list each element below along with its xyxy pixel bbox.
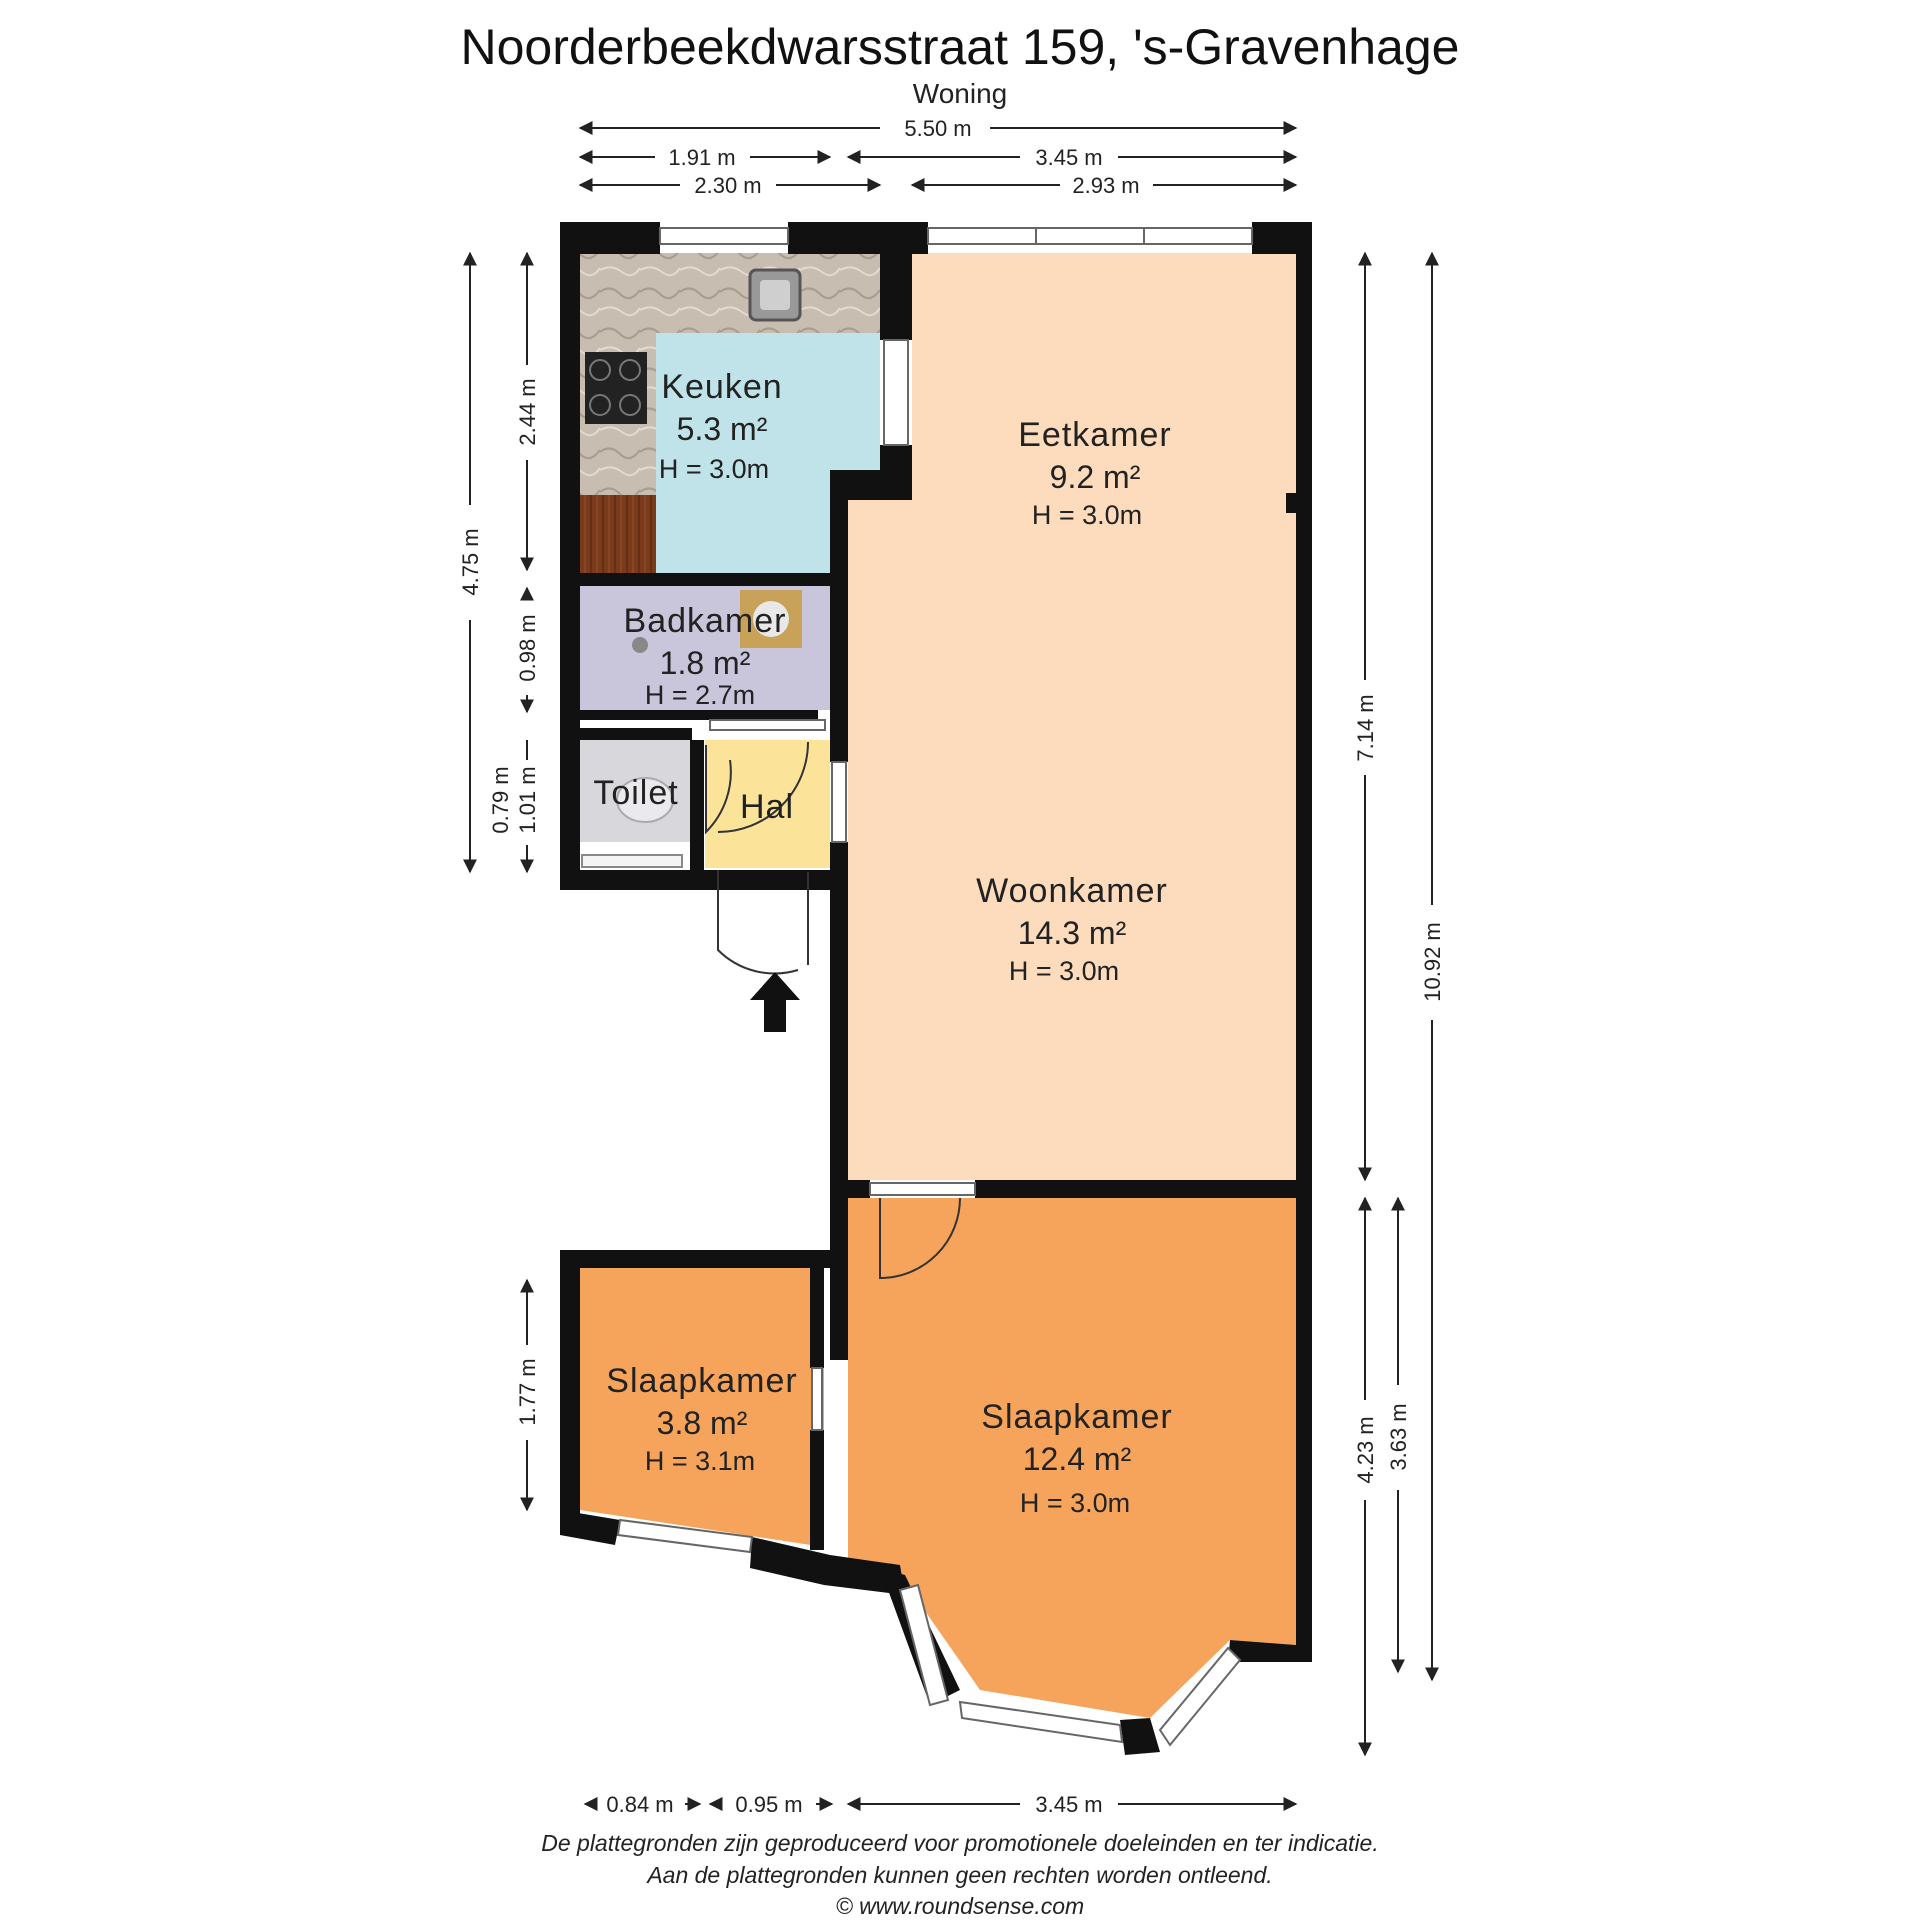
dim-top-eetkamer: 2.93 m (1072, 173, 1139, 198)
room-height: H = 3.0m (659, 454, 769, 484)
room-height: H = 2.7m (645, 680, 755, 710)
dim-bottom-1: 0.84 m (606, 1792, 673, 1817)
dim-right-woon-eet: 7.14 m (1353, 694, 1378, 761)
room-area: 12.4 m² (1023, 1441, 1132, 1477)
room-name: Slaapkamer (981, 1398, 1172, 1436)
room-name: Toilet (593, 774, 678, 812)
room-label-slaapkamer-large: Slaapkamer 12.4 m² H = 3.0m (981, 1398, 1172, 1518)
room-height: H = 3.1m (645, 1446, 755, 1476)
dim-left-badkamer: 0.98 m (515, 614, 540, 681)
room-label-woonkamer: Woonkamer 14.3 m² H = 3.0m (976, 872, 1168, 986)
keuken-cabinet (580, 495, 656, 573)
room-height: H = 3.0m (1009, 956, 1119, 986)
dim-left-slaapkamer: 1.77 m (515, 1358, 540, 1425)
room-name: Eetkamer (1018, 416, 1172, 454)
room-woonkamer-floor (848, 498, 1296, 1180)
dim-bottom-3: 3.45 m (1035, 1792, 1102, 1817)
disclaimer-line-1: De plattegronden zijn geproduceerd voor … (541, 1830, 1379, 1856)
room-slaapkamer-large-floor (848, 1198, 1296, 1718)
room-name: Keuken (661, 368, 782, 406)
dim-left-keuken: 2.44 m (515, 378, 540, 445)
shower-icon (632, 590, 802, 653)
room-label-badkamer: Badkamer 1.8 m² H = 2.7m (624, 602, 787, 710)
room-area: 5.3 m² (677, 411, 768, 447)
room-height: H = 3.0m (1032, 500, 1142, 530)
sink-icon (748, 268, 802, 322)
room-eetkamer-floor (912, 253, 1296, 498)
dim-bottom-2: 0.95 m (735, 1792, 802, 1817)
dim-right-total: 10.92 m (1420, 922, 1445, 1002)
room-label-eetkamer: Eetkamer 9.2 m² H = 3.0m (1018, 416, 1172, 530)
dim-top-right: 3.45 m (1035, 145, 1102, 170)
copyright: © www.roundsense.com (835, 1893, 1085, 1919)
dim-top-left-outer: 2.30 m (694, 173, 761, 198)
room-label-slaapkamer-small: Slaapkamer 3.8 m² H = 3.1m (606, 1362, 797, 1476)
room-label-hal: Hal (740, 788, 794, 826)
room-area: 1.8 m² (660, 645, 751, 681)
room-slaapkamer-small-floor (580, 1268, 824, 1547)
toilet-icon (581, 777, 683, 868)
room-area: 3.8 m² (657, 1405, 748, 1441)
disclaimer-line-2: Aan de plattegronden kunnen geen rechten… (647, 1862, 1273, 1888)
room-eetkamer-upper-left (912, 253, 942, 498)
room-name: Badkamer (624, 602, 787, 640)
plan-subtitle: Woning (912, 78, 1008, 109)
room-label-keuken: Keuken 5.3 m² H = 3.0m (659, 368, 782, 484)
doors (705, 741, 961, 1280)
dim-right-slaapkamer-inner: 3.63 m (1386, 1403, 1411, 1470)
entrance-arrow-icon (750, 972, 800, 1032)
room-height: H = 3.0m (1020, 1488, 1130, 1518)
plan-title: Noorderbeekdwarsstraat 159, 's-Gravenhag… (460, 19, 1460, 75)
room-area: 14.3 m² (1018, 915, 1127, 951)
room-hal-floor (705, 740, 830, 868)
dimension-labels: 5.50 m 1.91 m 3.45 m 2.30 m 2.93 m 4.75 … (458, 116, 1445, 1817)
windows (616, 227, 1253, 1747)
room-label-toilet: Toilet (593, 774, 678, 812)
dim-left-total: 4.75 m (458, 528, 483, 595)
room-area: 9.2 m² (1050, 459, 1141, 495)
dim-top-keuken: 1.91 m (668, 145, 735, 170)
dim-left-hal: 1.01 m (515, 766, 540, 833)
dim-right-slaapkamer-outer: 4.23 m (1353, 1416, 1378, 1483)
room-name: Woonkamer (976, 872, 1168, 910)
dim-top-total: 5.50 m (904, 116, 971, 141)
cooktop-icon (585, 352, 647, 424)
dim-left-toilet: 0.79 m (488, 766, 513, 833)
room-name: Hal (740, 788, 794, 826)
room-name: Slaapkamer (606, 1362, 797, 1400)
